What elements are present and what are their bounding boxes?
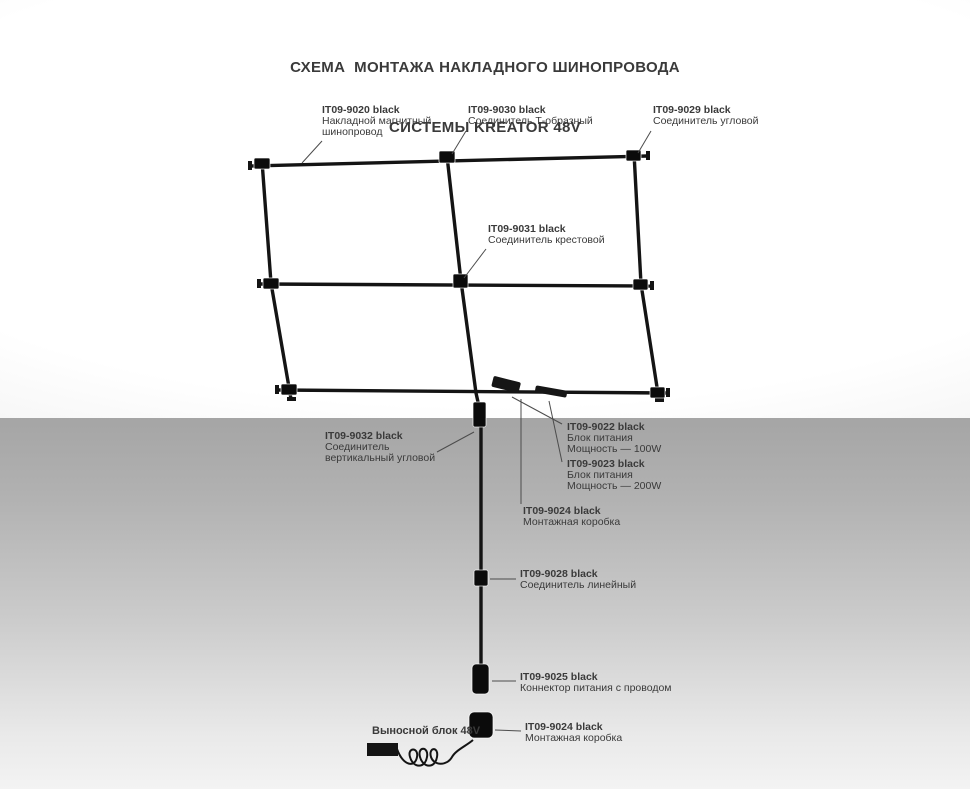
power-wire — [396, 739, 474, 767]
corner-connector-top-right — [625, 149, 642, 162]
part-desc: вертикальный угловой — [325, 452, 436, 464]
part-code: IT09-9023 black — [567, 458, 645, 470]
part-code: IT09-9022 black — [567, 421, 645, 433]
track-right-column — [632, 152, 661, 401]
label-psu-100w: IT09-9022 black Блок питания Мощность — … — [567, 422, 661, 455]
label-busbar: IT09-9020 black Накладной магнитный шино… — [322, 105, 431, 138]
connector-bottom-left — [280, 383, 298, 396]
ceiling-area — [0, 0, 970, 418]
part-desc: Монтажная коробка — [525, 732, 623, 744]
part-code: IT09-9025 black — [520, 671, 598, 683]
part-code: IT09-9020 black — [322, 104, 400, 116]
label-psu-200w: IT09-9023 black Блок питания Мощность — … — [567, 459, 661, 492]
corner-connector-top-left — [253, 157, 271, 170]
part-desc: Соединитель угловой — [653, 115, 759, 127]
label-corner-connector: IT09-9029 black Соединитель угловой — [653, 105, 758, 127]
part-desc: Соединитель крестовой — [488, 234, 605, 246]
vertical-corner-connector — [472, 401, 487, 428]
part-desc: Соединитель линейный — [520, 579, 637, 591]
t-connector-middle-right — [632, 278, 649, 291]
t-connector-middle-left — [262, 277, 280, 290]
track-end-caps — [248, 151, 670, 402]
label-linear-connector: IT09-9028 black Соединитель линейный — [520, 569, 636, 591]
leader-lines — [301, 130, 652, 732]
connectors — [253, 149, 666, 739]
connector-bottom-right — [649, 386, 666, 399]
power-supply-units — [491, 376, 568, 398]
part-desc: Блок питания — [567, 432, 633, 444]
part-code: IT09-9030 black — [468, 104, 546, 116]
page-title: СХЕМА МОНТАЖА НАКЛАДНОГО ШИНОПРОВОДА СИС… — [0, 18, 970, 178]
part-code: IT09-9024 black — [523, 505, 601, 517]
linear-connector — [473, 569, 489, 587]
junction-box-wall — [468, 711, 494, 739]
power-feed-connector — [471, 663, 490, 695]
title-line-1: СХЕМА МОНТАЖА НАКЛАДНОГО ШИНОПРОВОДА — [290, 59, 680, 76]
t-connector-top — [438, 150, 456, 164]
part-code: IT09-9031 black — [488, 223, 566, 235]
remote-psu-block — [367, 743, 398, 756]
psu-100w-shape — [491, 376, 521, 393]
label-remote-psu: Выносной блок 48V — [372, 725, 481, 737]
label-cross-connector: IT09-9031 black Соединитель крестовой — [488, 224, 605, 246]
label-t-connector: IT09-9030 black Соединитель Т-образный — [468, 105, 593, 127]
part-desc: Монтажная коробка — [523, 516, 621, 528]
part-code: IT09-9028 black — [520, 568, 598, 580]
label-vertical-corner-connector: IT09-9032 black Соединитель вертикальный… — [325, 431, 435, 464]
part-code: IT09-9032 black — [325, 430, 403, 442]
part-desc: Накладной магнитный — [322, 115, 432, 127]
part-desc: Мощность — 100W — [567, 443, 662, 455]
title-line-2: СИСТЕМЫ KREATOR 48V — [389, 119, 581, 136]
part-desc: Соединитель Т-образный — [468, 115, 593, 127]
label-junction-box-wall: IT09-9024 black Монтажная коробка — [525, 722, 622, 744]
part-desc: Блок питания — [567, 469, 633, 481]
part-desc: Коннектор питания с проводом — [520, 682, 672, 694]
track-bottom-row — [277, 388, 668, 395]
part-code: IT09-9024 black — [525, 721, 603, 733]
label-junction-box-ceiling: IT09-9024 black Монтажная коробка — [523, 506, 620, 528]
part-desc: Соединитель — [325, 441, 390, 453]
psu-200w-shape — [535, 385, 568, 398]
part-desc: шинопровод — [322, 126, 383, 138]
part-code: IT09-9029 black — [653, 104, 731, 116]
label-power-connector: IT09-9025 black Коннектор питания с пров… — [520, 672, 672, 694]
part-desc: Мощность — 200W — [567, 480, 662, 492]
